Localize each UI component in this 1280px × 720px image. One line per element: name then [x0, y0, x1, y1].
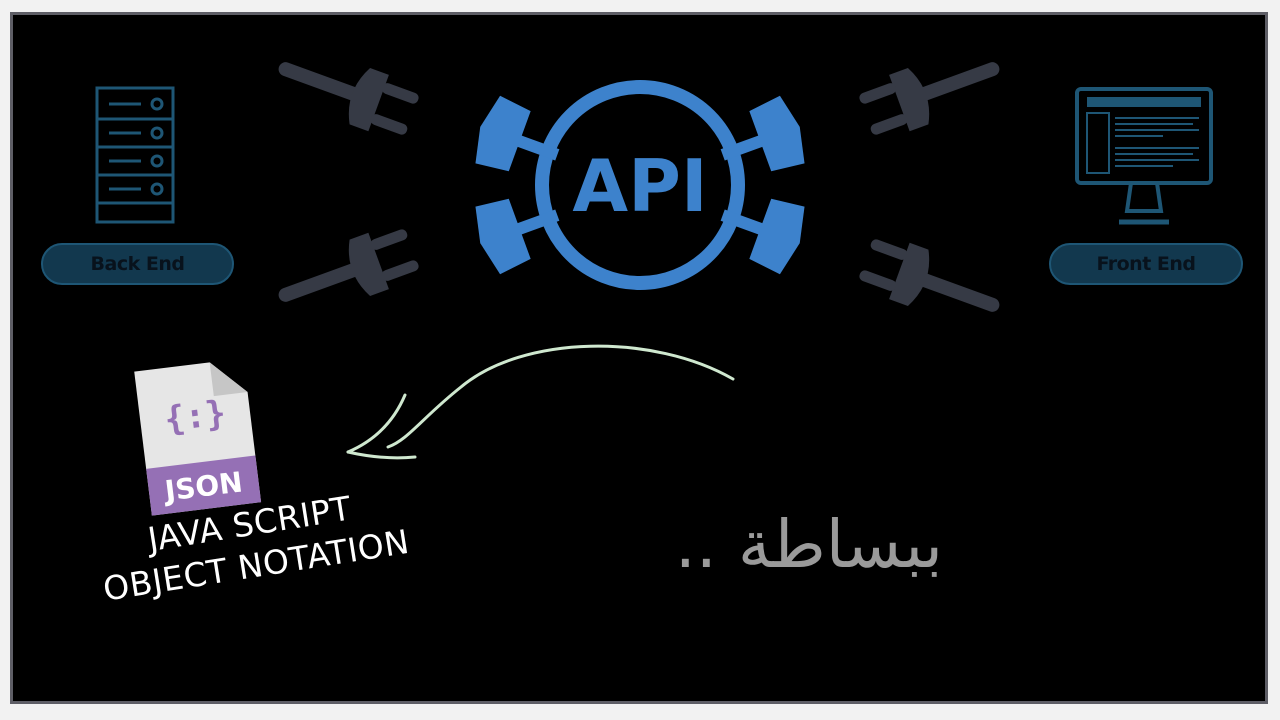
json-file-icon: {:} JSON — [134, 362, 262, 516]
plug-icon — [268, 220, 423, 326]
json-symbol: {:} — [162, 393, 228, 440]
plug-icon — [855, 38, 1010, 144]
diagram-art: {:} JSON API — [95, 38, 1213, 516]
plug-icon — [268, 38, 423, 144]
backend-label: Back End — [41, 243, 234, 285]
api-label: API — [572, 144, 707, 228]
curved-arrow-icon — [346, 344, 735, 460]
arabic-caption: ببساطة .. — [674, 506, 943, 583]
diagram-canvas: {:} JSON API Back End Front End JAVA SCR… — [10, 12, 1268, 704]
frontend-label: Front End — [1049, 243, 1243, 285]
monitor-icon — [1075, 87, 1213, 225]
api-icon — [467, 80, 813, 290]
server-icon — [95, 86, 175, 224]
plug-icon — [855, 230, 1010, 336]
